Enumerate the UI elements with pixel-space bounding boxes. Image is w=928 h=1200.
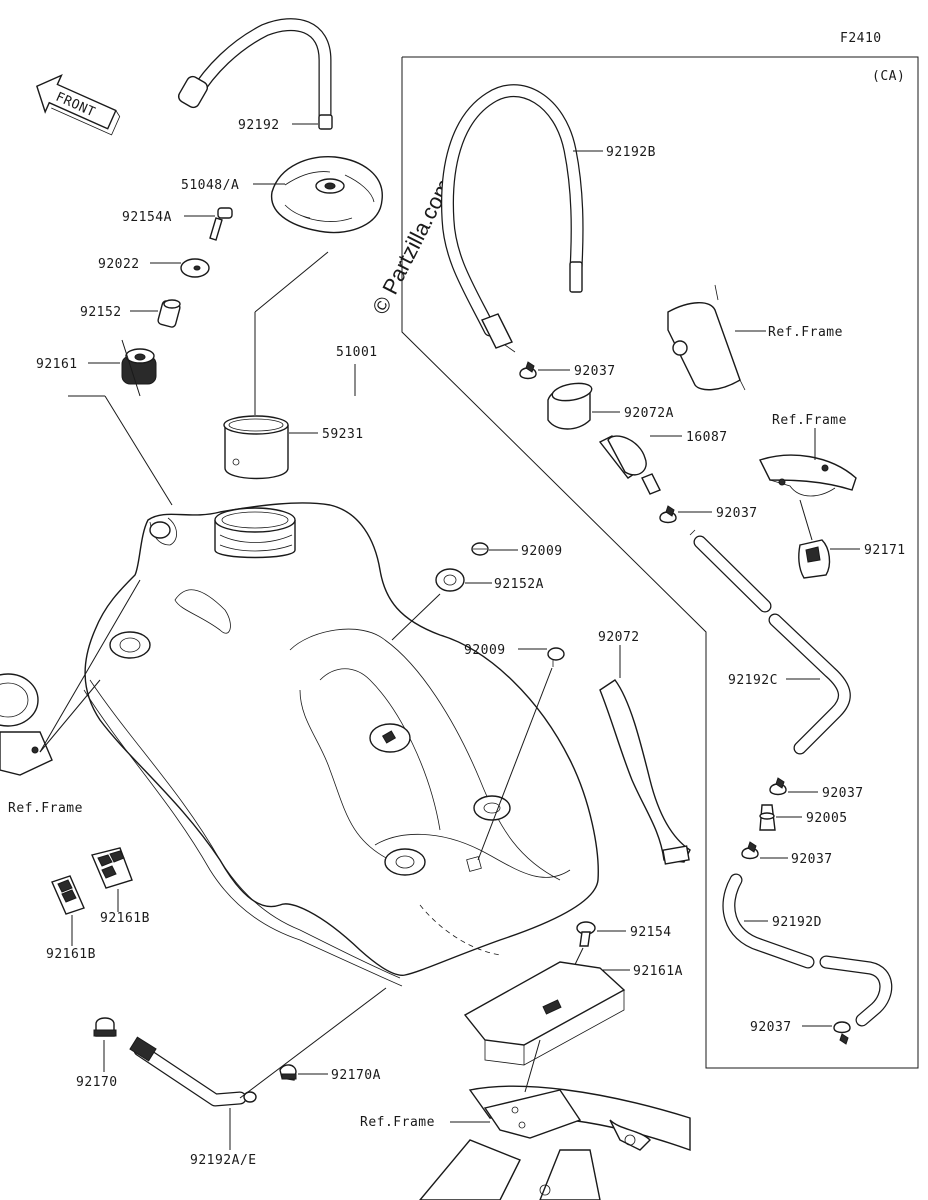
bracket-92072 <box>599 679 691 865</box>
label-92161B-right: 92161B <box>100 911 150 926</box>
label-92022: 92022 <box>98 257 140 272</box>
label-92161A: 92161A <box>633 964 683 979</box>
pad-92161B-left <box>51 875 85 915</box>
hose-92192D <box>722 873 893 1027</box>
label-92009-lower: 92009 <box>464 643 506 658</box>
clamp-92037-second <box>659 505 677 524</box>
label-92161: 92161 <box>36 357 78 372</box>
label-ref-frame-left: Ref.Frame <box>8 801 83 816</box>
label-92152A: 92152A <box>494 577 544 592</box>
damper-92152A <box>435 568 465 592</box>
label-92161B-left: 92161B <box>46 947 96 962</box>
label-92072: 92072 <box>598 630 640 645</box>
label-92192: 92192 <box>238 118 280 133</box>
label-59231: 59231 <box>322 427 364 442</box>
label-16087: 16087 <box>686 430 728 445</box>
label-ref-frame-right: Ref.Frame <box>772 413 847 428</box>
label-92171: 92171 <box>864 543 906 558</box>
label-ref-frame-upper: Ref.Frame <box>768 325 843 340</box>
frame-section-upper-right <box>667 284 746 391</box>
washer-92022 <box>180 258 210 278</box>
label-92037-3: 92037 <box>822 786 864 801</box>
bolt-92154A <box>209 207 233 241</box>
label-92170A: 92170A <box>331 1068 381 1083</box>
clamp-92170 <box>93 1017 117 1037</box>
clamp-92037-upper <box>519 361 537 380</box>
front-arrow-icon: FRONT <box>36 73 121 136</box>
grommet-92161 <box>121 348 157 385</box>
collar-92152 <box>157 299 181 328</box>
frame-section-right <box>759 454 857 497</box>
hose-92192 <box>177 18 333 130</box>
label-51001: 51001 <box>336 345 378 360</box>
label-92037-5: 92037 <box>750 1020 792 1035</box>
clamp-92037-fourth <box>741 841 759 860</box>
clamp-92037-fifth <box>833 1021 851 1045</box>
bracket-92161A <box>463 961 626 1066</box>
canister-92072A <box>547 382 593 430</box>
frame-section-left <box>0 673 53 776</box>
ca-variant-boundary <box>401 56 919 1069</box>
hose-92192B <box>441 84 584 353</box>
screw-92009-lower <box>547 647 565 667</box>
hose-92192C <box>689 529 851 755</box>
label-92009-upper: 92009 <box>521 544 563 559</box>
label-92037-1: 92037 <box>574 364 616 379</box>
valve-16087 <box>598 435 661 495</box>
frame-section-bottom <box>419 1085 691 1200</box>
label-92192D: 92192D <box>772 915 822 930</box>
bolt-92154 <box>576 921 596 947</box>
screw-92009-upper <box>471 542 489 556</box>
label-92037-4: 92037 <box>791 852 833 867</box>
label-92192B: 92192B <box>606 145 656 160</box>
filler-ring-59231 <box>223 415 289 480</box>
label-92037-2: 92037 <box>716 506 758 521</box>
pad-92161B-right <box>91 847 133 889</box>
region-code-label: (CA) <box>872 69 905 84</box>
label-92154A: 92154A <box>122 210 172 225</box>
label-92154: 92154 <box>630 925 672 940</box>
joint-92005 <box>759 804 776 831</box>
figure-id: F2410 <box>840 31 882 46</box>
label-51048A: 51048/A <box>181 178 239 193</box>
label-92152: 92152 <box>80 305 122 320</box>
fuel-cap-51048 <box>271 156 383 234</box>
fuel-tank <box>83 502 599 987</box>
label-92192C: 92192C <box>728 673 778 688</box>
label-92192AE: 92192A/E <box>190 1153 257 1168</box>
label-92005: 92005 <box>806 811 848 826</box>
hose-92192AE <box>129 1036 257 1107</box>
clip-92171 <box>798 539 831 579</box>
label-92072A: 92072A <box>624 406 674 421</box>
label-92170: 92170 <box>76 1075 118 1090</box>
clamp-92037-third <box>769 777 787 796</box>
clamp-92170A <box>279 1064 297 1081</box>
label-ref-frame-bottom: Ref.Frame <box>360 1115 435 1130</box>
